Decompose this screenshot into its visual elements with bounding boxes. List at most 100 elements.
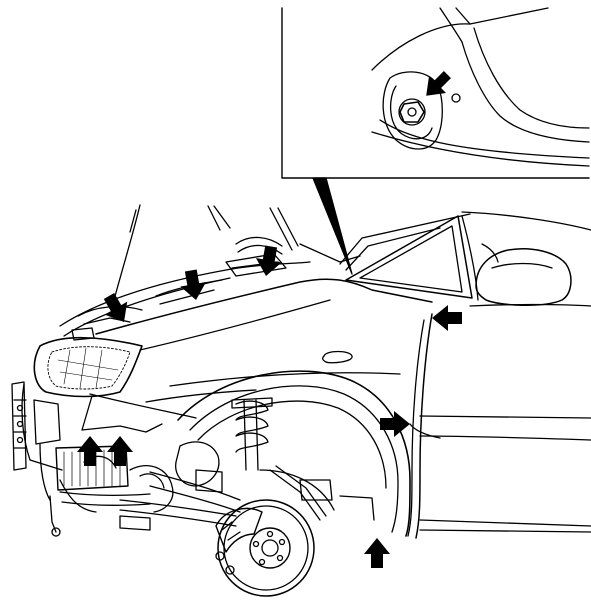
hood-hinge-line — [269, 207, 293, 251]
door-body-line — [409, 423, 441, 439]
wheel-arch — [189, 385, 399, 533]
fender-character-line — [169, 372, 401, 387]
tie-rod — [275, 465, 327, 517]
side-mirror — [475, 248, 572, 307]
door-body-line — [419, 415, 591, 419]
fender-character-line — [139, 299, 331, 351]
brake-caliper — [221, 521, 241, 541]
inset-panel-line — [461, 41, 590, 143]
frame-bolt — [16, 404, 24, 412]
drive-shaft — [119, 499, 237, 517]
a-pillar — [339, 213, 471, 265]
arrow-icon — [103, 293, 128, 322]
fender-rear-edge — [407, 319, 425, 537]
wheel-arch — [177, 370, 411, 537]
arrow-icon — [380, 411, 410, 437]
brake-caliper — [215, 507, 263, 553]
radiator-fins — [63, 449, 121, 487]
door-front-edge — [481, 243, 499, 263]
frame-bolt — [16, 436, 24, 444]
hood-prop-line — [113, 204, 141, 301]
side-mirror — [491, 262, 553, 269]
front-frame — [195, 469, 223, 493]
hood-front-edge — [59, 261, 311, 327]
brake-disc-icon — [217, 499, 315, 597]
drive-shaft — [119, 509, 237, 527]
door-beltline — [469, 303, 591, 307]
front-frame — [11, 381, 375, 537]
engine-bay — [225, 253, 287, 277]
control-arm — [149, 485, 241, 513]
inset-panel-line — [379, 119, 590, 159]
front-suspension — [119, 397, 327, 597]
arrow-icon — [107, 436, 133, 466]
fender-character-line — [145, 389, 257, 403]
fender-top-edge — [95, 278, 433, 335]
front-bumper — [89, 393, 197, 419]
frame-bolt — [16, 420, 24, 428]
front-frame — [339, 495, 375, 521]
inset-pointer — [312, 177, 353, 275]
arrows — [77, 245, 462, 568]
quarter-window — [345, 215, 473, 299]
fender-rear-edge — [415, 313, 433, 539]
tie-rod — [269, 469, 321, 521]
arrow-icon — [180, 269, 207, 301]
inset-hole — [451, 93, 461, 103]
engine-bay — [71, 327, 95, 341]
inset-fender-edge — [390, 85, 433, 140]
side-marker-lamp — [322, 350, 353, 364]
strut-mount — [231, 397, 273, 409]
inset-detail — [281, 7, 590, 275]
wire-harness — [49, 495, 57, 533]
wire-harness — [59, 479, 97, 513]
front-frame — [33, 399, 61, 445]
front-frame — [299, 479, 333, 501]
hose — [129, 465, 174, 513]
radiator — [55, 445, 129, 491]
knuckle — [175, 441, 220, 487]
hood-prop-line — [129, 209, 137, 233]
hose — [139, 473, 165, 489]
arrow-icon — [77, 436, 103, 466]
front-frame — [13, 399, 27, 449]
hood-hinge-line — [207, 205, 221, 231]
headlamp-lens — [47, 346, 131, 390]
inset-panel-line — [469, 7, 549, 25]
front-bumper — [81, 395, 163, 433]
inset-panel-line — [439, 7, 463, 43]
inset-fender-edge — [382, 71, 443, 150]
inset-panel-line — [455, 7, 471, 25]
door-bottom — [419, 519, 591, 527]
inset-panel-line — [371, 23, 471, 71]
strut — [243, 399, 259, 471]
crossmember — [59, 491, 151, 506]
engine-bay-pipe — [237, 244, 283, 255]
quarter-window-inner — [359, 225, 463, 293]
a-pillar — [345, 227, 441, 271]
hub-bolt — [225, 565, 235, 575]
hub-bolt — [215, 551, 225, 561]
headlamp-lens — [57, 347, 119, 389]
door-bottom — [419, 529, 591, 533]
arrow-icon — [432, 305, 462, 331]
hood-front-edge — [63, 277, 231, 337]
front-frame — [119, 515, 151, 531]
front-bumper — [21, 383, 63, 471]
wheel-arch-inner — [197, 400, 387, 489]
coil-spring — [235, 400, 269, 453]
roof-line — [461, 211, 591, 231]
bolt-icon — [398, 98, 426, 126]
arrow-icon — [255, 245, 282, 277]
inset-frame — [281, 7, 590, 179]
front-frame — [11, 381, 27, 471]
front-frame — [39, 443, 51, 501]
engine-bay-pipe — [235, 236, 283, 247]
inset-panel-line — [473, 27, 590, 129]
hood-hinge-line — [213, 205, 231, 229]
wire-clip — [51, 527, 61, 537]
control-arm — [149, 471, 241, 501]
hood-hinge-line — [277, 207, 299, 247]
